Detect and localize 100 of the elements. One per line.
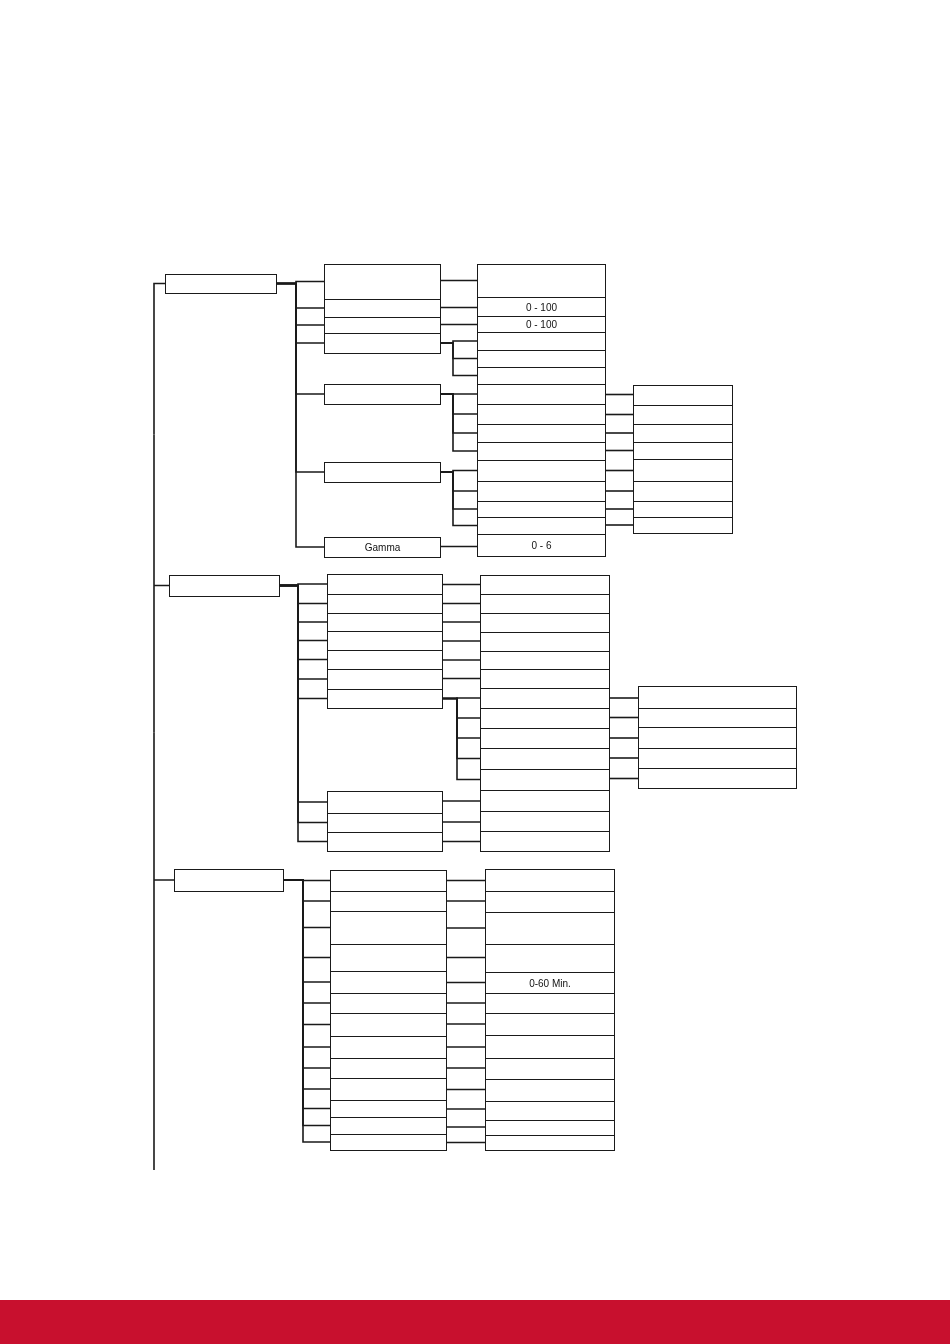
menu-box bbox=[480, 769, 610, 791]
menu-box bbox=[327, 689, 443, 709]
connector-line bbox=[605, 469, 634, 472]
menu-box bbox=[324, 264, 441, 300]
menu-box bbox=[330, 1100, 447, 1118]
menu-box bbox=[633, 517, 733, 534]
menu-box bbox=[638, 768, 797, 789]
menu-box bbox=[477, 460, 606, 482]
menu-box bbox=[330, 1036, 447, 1059]
connector-line bbox=[442, 621, 481, 623]
menu-box bbox=[485, 912, 615, 945]
menu-box bbox=[485, 993, 615, 1014]
menu-box bbox=[477, 481, 606, 502]
connector-line bbox=[446, 1023, 486, 1025]
connector-line bbox=[442, 659, 481, 661]
connector-line bbox=[605, 449, 634, 452]
menu-box bbox=[330, 971, 447, 994]
menu-box bbox=[480, 831, 610, 852]
connector-line bbox=[605, 413, 634, 416]
connector-line bbox=[446, 1046, 486, 1048]
connector-line bbox=[605, 490, 634, 492]
menu-box bbox=[327, 594, 443, 614]
menu-box bbox=[327, 813, 443, 833]
menu-box bbox=[327, 669, 443, 690]
menu-box bbox=[485, 1101, 615, 1121]
menu-box: 0-60 Min. bbox=[485, 972, 615, 994]
menu-box: 0 - 6 bbox=[477, 534, 606, 557]
connector-line bbox=[446, 1126, 486, 1128]
menu-box bbox=[330, 944, 447, 972]
menu-box bbox=[327, 631, 443, 651]
menu-box bbox=[485, 1079, 615, 1102]
connector-line bbox=[442, 602, 481, 605]
menu-box bbox=[480, 708, 610, 729]
menu-box bbox=[633, 385, 733, 406]
menu-box bbox=[330, 1117, 447, 1135]
connector-line bbox=[446, 927, 486, 929]
menu-box bbox=[480, 688, 610, 709]
menu-box bbox=[330, 1078, 447, 1101]
connector-line bbox=[605, 524, 634, 526]
menu-box bbox=[480, 575, 610, 595]
connector-line bbox=[276, 282, 325, 548]
connector-line bbox=[605, 432, 634, 434]
menu-box bbox=[327, 574, 443, 595]
connector-line bbox=[446, 1141, 486, 1144]
menu-box bbox=[174, 869, 284, 892]
connector-line bbox=[609, 757, 639, 759]
menu-box bbox=[480, 728, 610, 749]
menu-box bbox=[485, 869, 615, 892]
menu-box: Gamma bbox=[324, 537, 441, 558]
connector-line bbox=[442, 840, 481, 843]
connector-line bbox=[442, 800, 481, 802]
connector-line bbox=[446, 879, 486, 882]
connector-line bbox=[440, 545, 478, 548]
menu-box bbox=[638, 727, 797, 749]
menu-box bbox=[477, 367, 606, 385]
connector-line bbox=[153, 282, 166, 436]
menu-box bbox=[477, 517, 606, 535]
connector-line bbox=[609, 716, 639, 719]
menu-box bbox=[480, 790, 610, 812]
menu-box bbox=[485, 1120, 615, 1136]
connector-line bbox=[440, 471, 478, 527]
connector-line bbox=[440, 342, 478, 377]
connector-line bbox=[440, 323, 478, 326]
connector-line bbox=[442, 697, 481, 781]
menu-box bbox=[477, 350, 606, 368]
menu-box bbox=[330, 1013, 447, 1037]
menu-box bbox=[485, 891, 615, 913]
connector-line bbox=[446, 900, 486, 902]
connector-line bbox=[446, 1067, 486, 1069]
connector-line bbox=[442, 640, 481, 642]
menu-box bbox=[165, 274, 277, 294]
connector-line bbox=[446, 1108, 486, 1110]
menu-box bbox=[477, 404, 606, 425]
menu-box bbox=[480, 594, 610, 614]
menu-box bbox=[327, 832, 443, 852]
menu-box bbox=[324, 384, 441, 405]
menu-box bbox=[638, 748, 797, 769]
menu-box bbox=[638, 708, 797, 728]
connector-line bbox=[609, 737, 639, 739]
menu-box bbox=[327, 650, 443, 670]
connector-line bbox=[609, 777, 639, 780]
menu-box bbox=[485, 1135, 615, 1151]
connector-line bbox=[446, 1002, 486, 1004]
menu-box bbox=[330, 993, 447, 1014]
menu-box bbox=[638, 686, 797, 709]
menu-box bbox=[480, 632, 610, 652]
connector-line bbox=[446, 981, 486, 984]
connector-line bbox=[446, 1088, 486, 1091]
menu-box bbox=[477, 264, 606, 298]
menu-box bbox=[480, 811, 610, 832]
connector-line bbox=[153, 731, 175, 1171]
connector-line bbox=[440, 393, 478, 452]
connector-line bbox=[440, 306, 478, 309]
menu-box bbox=[477, 384, 606, 405]
menu-box: 0 - 100 bbox=[477, 297, 606, 317]
menu-box bbox=[330, 1134, 447, 1151]
menu-box bbox=[480, 613, 610, 633]
menu-box bbox=[330, 891, 447, 912]
menu-box bbox=[485, 1035, 615, 1059]
menu-box bbox=[169, 575, 280, 597]
